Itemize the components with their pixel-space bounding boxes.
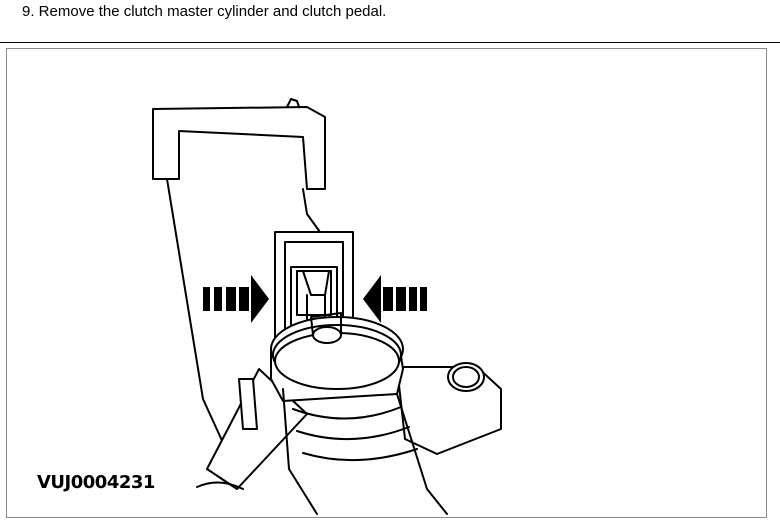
dashed-arrow-right-icon: [203, 275, 269, 323]
dashed-arrow-left-icon: [363, 275, 427, 323]
divider: [0, 42, 780, 43]
figure-frame: VUJ0004231: [6, 48, 767, 518]
step-instruction: 9. Remove the clutch master cylinder and…: [22, 3, 387, 20]
clutch-illustration: [152, 98, 502, 515]
figure-code: VUJ0004231: [37, 472, 155, 493]
